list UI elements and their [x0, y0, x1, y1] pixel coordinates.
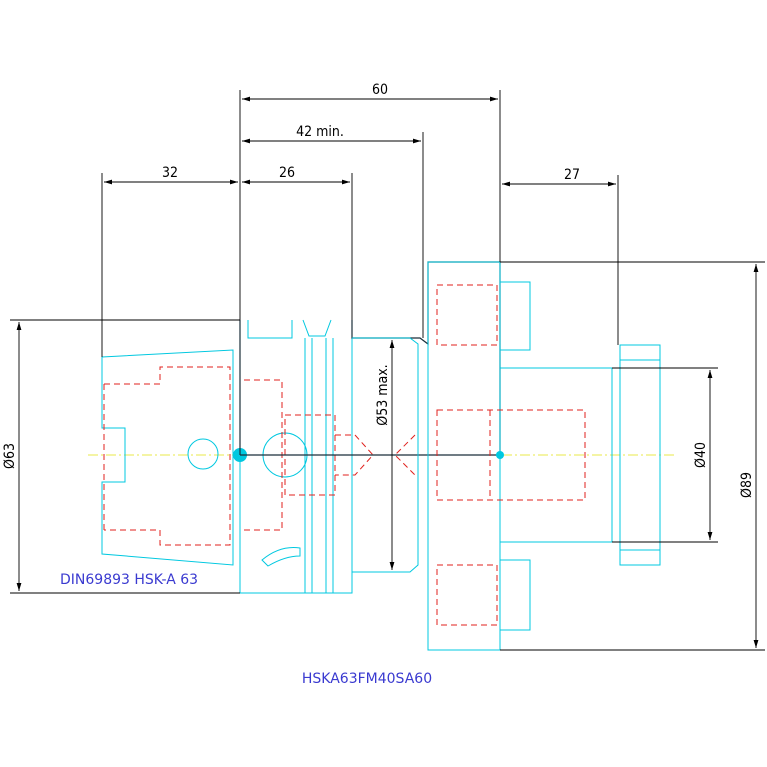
dim-60-label: 60 — [372, 82, 388, 98]
dim-42: 42 min. — [242, 124, 424, 338]
neck — [352, 337, 419, 573]
standard-label: DIN69893 HSK-A 63 — [60, 572, 198, 588]
dim-27: 27 — [502, 167, 619, 345]
dim-dia89: Ø89 — [500, 261, 765, 651]
dim-dia63-label: Ø63 — [2, 443, 18, 469]
dim-dia53: Ø53 max. — [375, 340, 395, 570]
dim-27-label: 27 — [564, 167, 580, 183]
dim-dia40: Ø40 — [612, 367, 718, 543]
dim-26-label: 26 — [279, 165, 295, 181]
hsk-shank — [101, 349, 234, 566]
dim-dia53-label: Ø53 max. — [375, 364, 391, 425]
arbor-head — [394, 261, 661, 651]
dim-dia63: Ø63 — [2, 319, 240, 594]
flange-body — [233, 261, 501, 594]
dim-dia89-label: Ø89 — [739, 472, 755, 498]
dim-32-label: 32 — [162, 165, 178, 181]
dim-60: 60 — [239, 82, 501, 320]
dim-dia40-label: Ø40 — [693, 442, 709, 468]
dim-42-label: 42 min. — [296, 124, 344, 140]
part-number-label: HSKA63FM40SA60 — [302, 671, 432, 687]
dim-32: 32 — [101, 165, 238, 357]
dim-26: 26 — [242, 165, 353, 320]
